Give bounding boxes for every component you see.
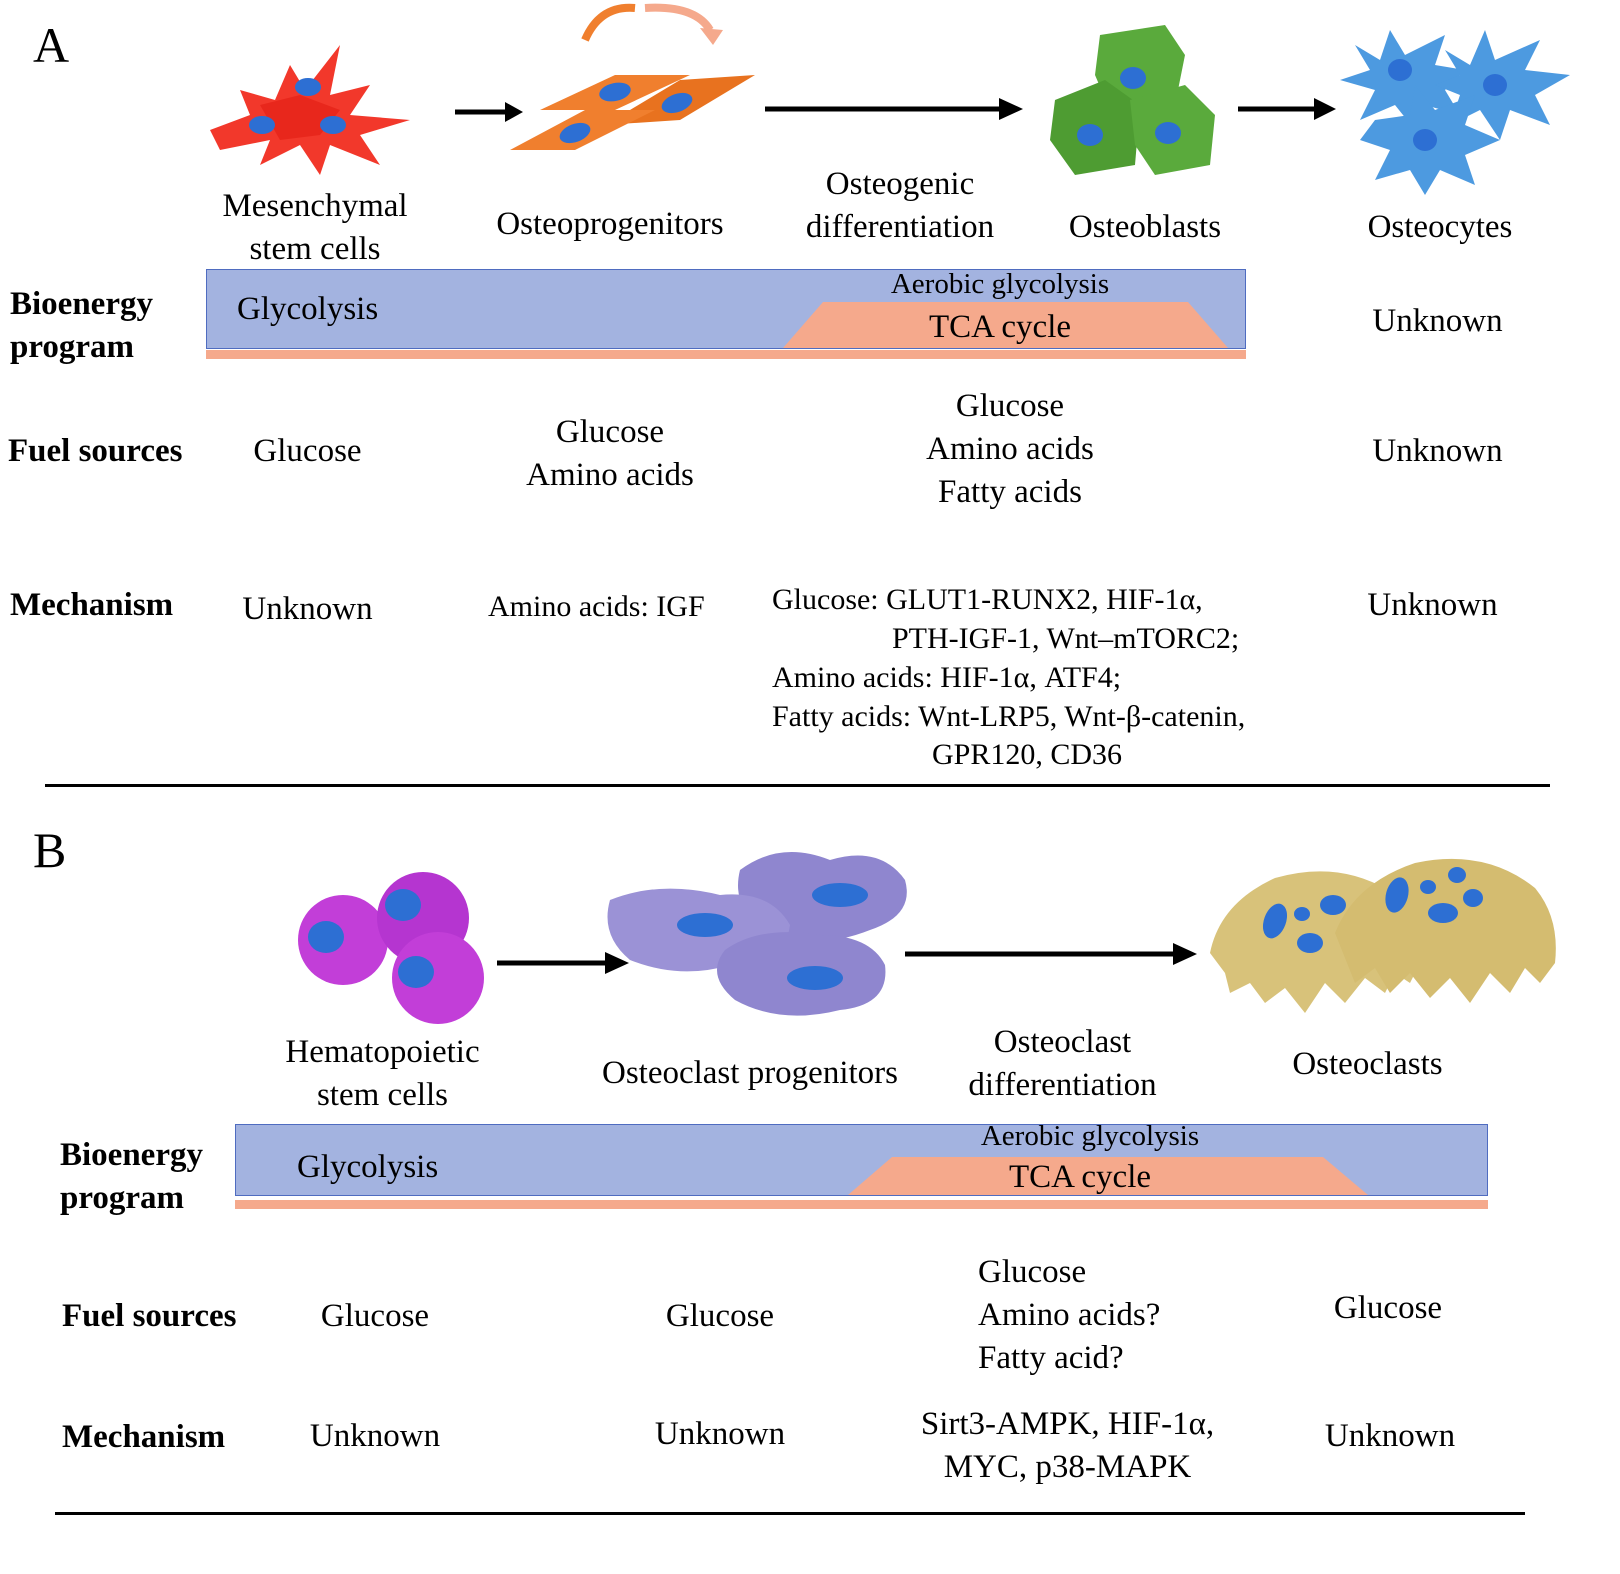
stage-label-osteoblasts: Osteoblasts	[1068, 209, 1222, 245]
mechanism-msc: Unknown	[242, 591, 373, 627]
aerobic-glycolysis-label: Aerobic glycolysis	[890, 268, 1110, 300]
section-divider	[45, 784, 1550, 787]
tca-baseline	[235, 1200, 1488, 1209]
bioenergy-label: Bioenergy program	[10, 286, 153, 365]
mechanism-label: Mechanism	[62, 1419, 226, 1455]
transition-label: Osteogenic differentiation	[805, 166, 995, 245]
transition-label: Osteoclast differentiation	[968, 1024, 1157, 1103]
fuel-osteoblasts: Glucose Amino acids Fatty acids	[926, 388, 1094, 510]
osteocyte-icon	[1340, 30, 1570, 195]
arrow-icon	[497, 952, 629, 974]
mechanism-label: Mechanism	[10, 587, 174, 623]
arrow-icon	[1238, 98, 1336, 120]
stage-label-osteoclasts: Osteoclasts	[1292, 1046, 1443, 1082]
tca-baseline	[206, 350, 1246, 359]
mechanism-osteocytes: Unknown	[1367, 587, 1498, 623]
stage-label-osteocytes: Osteocytes	[1367, 209, 1513, 245]
stage-label-oc-progenitors: Osteoclast progenitors	[601, 1055, 899, 1091]
mechanism-detail-line: GPR120, CD36	[932, 738, 1123, 771]
mechanism-detail-line: Glucose: GLUT1-RUNX2, HIF-1α,	[772, 583, 1203, 616]
glycolysis-label: Glycolysis	[297, 1149, 439, 1185]
mechanism-detail-line: Fatty acids: Wnt-LRP5, Wnt-β-catenin,	[772, 700, 1246, 733]
osteoclast-progenitor-icon	[607, 852, 907, 1016]
arrow-icon	[455, 102, 523, 122]
fuel-progenitors: Glucose Amino acids	[526, 414, 694, 493]
tca-region	[783, 302, 1228, 348]
tca-cycle-label: TCA cycle	[1008, 1159, 1152, 1195]
mechanism-progenitors: Amino acids: IGF	[488, 590, 705, 623]
stage-label-msc: Mesenchymal stem cells	[222, 188, 408, 267]
mechanism-differentiation: Sirt3-AMPK, HIF-1α, MYC, p38-MAPK	[920, 1406, 1215, 1485]
stage-label-osteoprogenitors: Osteoprogenitors	[496, 206, 724, 242]
bioenergy-label: Bioenergy program	[60, 1137, 203, 1216]
mechanism-detail-line: PTH-IGF-1, Wnt–mTORC2;	[892, 622, 1240, 655]
fuel-osteocytes: Unknown	[1372, 433, 1503, 469]
fuel-hsc: Glucose	[320, 1298, 430, 1334]
panel-b-letter: B	[33, 822, 67, 878]
stage-label-hsc: Hematopoietic stem cells	[285, 1034, 480, 1113]
tca-cycle-label: TCA cycle	[928, 309, 1072, 345]
mechanism-osteoclasts: Unknown	[1324, 1418, 1456, 1454]
mechanism-oc-progenitors: Unknown	[654, 1416, 786, 1452]
bioenergy-unknown: Unknown	[1372, 303, 1503, 339]
mesenchymal-cell-icon	[210, 45, 410, 175]
mechanism-hsc: Unknown	[309, 1418, 441, 1454]
osteoprogenitor-icon	[510, 3, 755, 150]
section-divider	[55, 1512, 1525, 1515]
glycolysis-label: Glycolysis	[237, 291, 379, 327]
fuel-msc: Glucose	[253, 433, 362, 469]
panel-a-letter: A	[33, 17, 70, 73]
hematopoietic-cell-icon	[298, 872, 484, 1024]
mechanism-detail-line: Amino acids: HIF-1α, ATF4;	[772, 661, 1122, 694]
aerobic-glycolysis-label: Aerobic glycolysis	[980, 1120, 1200, 1152]
fuel-sources-label: Fuel sources	[8, 433, 183, 469]
fuel-osteoclasts: Glucose	[1333, 1290, 1443, 1326]
arrow-icon	[765, 98, 1023, 120]
osteoclast-icon	[1210, 858, 1556, 1013]
osteoblast-icon	[1050, 25, 1215, 175]
fuel-sources-label: Fuel sources	[62, 1298, 237, 1334]
tca-region	[848, 1157, 1368, 1195]
fuel-differentiation: Glucose Amino acids? Fatty acid?	[978, 1254, 1161, 1376]
arrow-icon	[905, 943, 1197, 965]
fuel-oc-progenitors: Glucose	[665, 1298, 775, 1334]
